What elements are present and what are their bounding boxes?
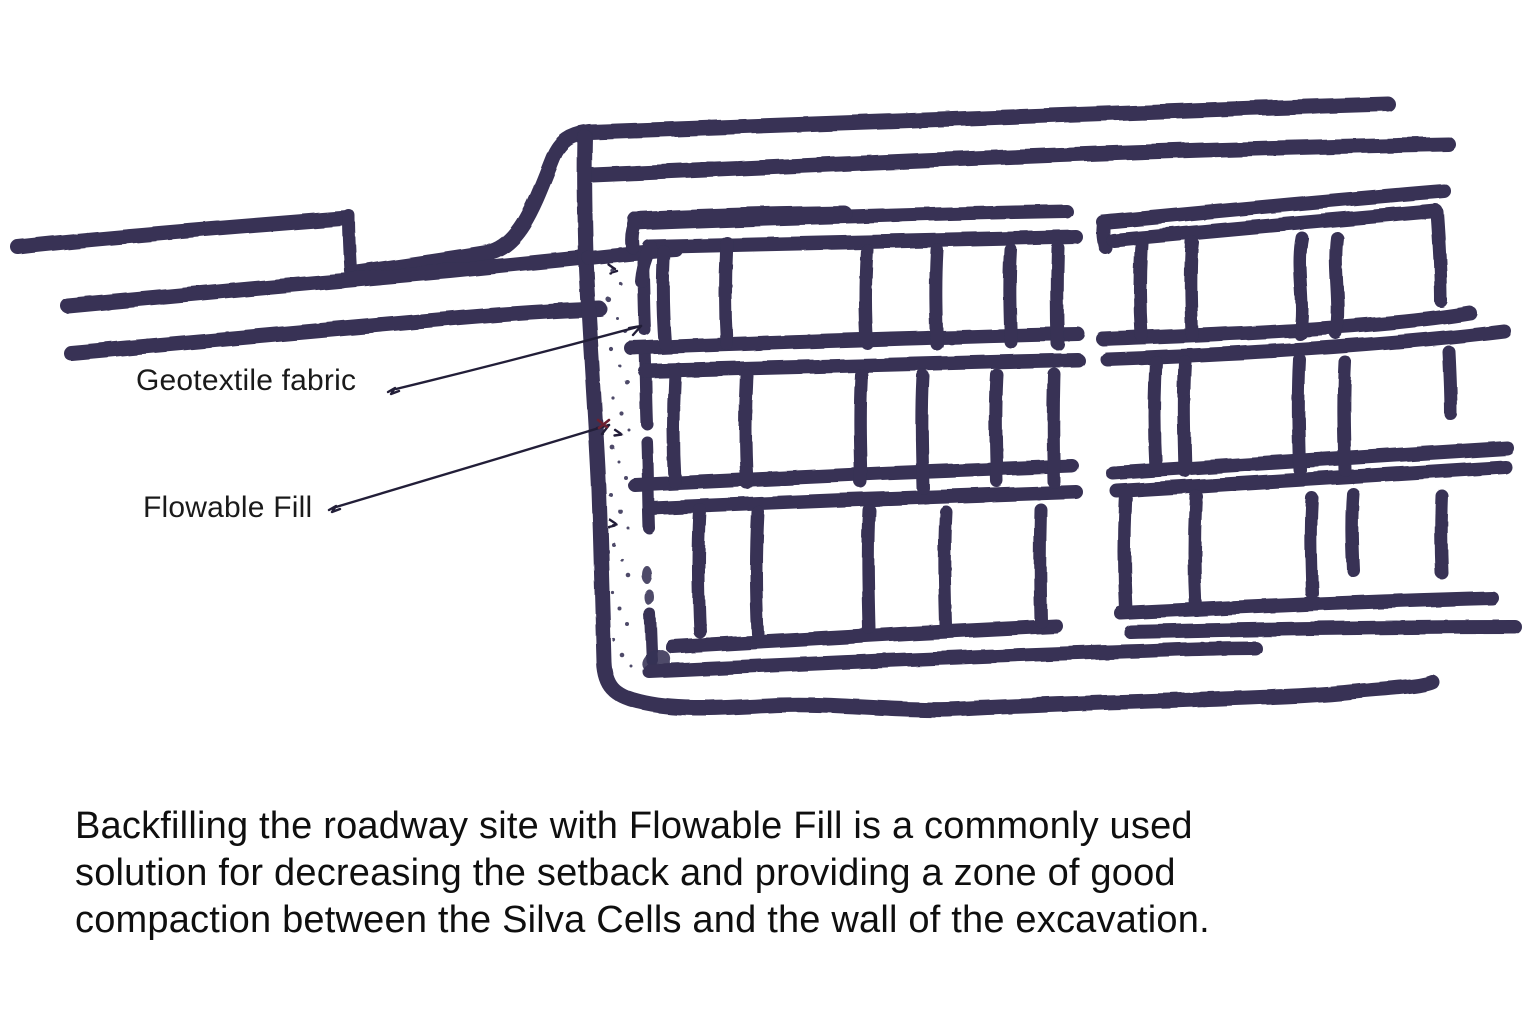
silva-cell-block-left — [624, 204, 1262, 678]
flowable-fill-stipple — [606, 262, 633, 668]
top-road-line — [584, 136, 1456, 183]
silva-cell-block-right — [1096, 184, 1522, 639]
caption-line-1: Backfilling the roadway site with Flowab… — [75, 805, 1193, 847]
red-ink-mark — [596, 418, 611, 430]
leader-arrow-geotextile — [386, 324, 643, 396]
label-flowable-fill: Flowable Fill — [143, 491, 313, 524]
leader-arrow-flowable-fill — [327, 418, 611, 514]
left-road-lines — [10, 96, 1396, 361]
label-geotextile: Geotextile fabric — [136, 364, 357, 397]
caption-line-2: solution for decreasing the setback and … — [75, 852, 1176, 894]
caption: Backfilling the roadway site with Flowab… — [75, 803, 1210, 944]
caption-line-3: compaction between the Silva Cells and t… — [75, 899, 1210, 941]
